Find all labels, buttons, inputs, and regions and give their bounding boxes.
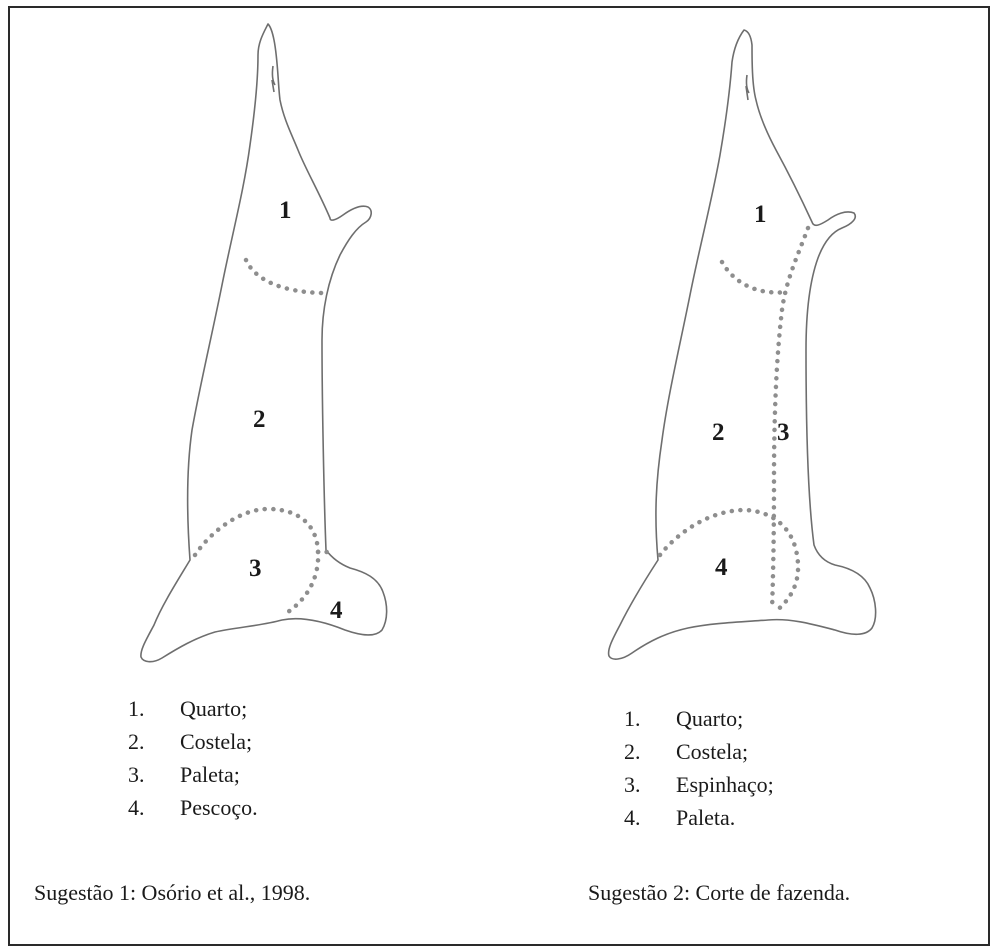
- carcass-left: 1 2 3 4: [141, 24, 387, 662]
- right-region-4: 4: [715, 554, 728, 581]
- legend-left-index: 4.: [128, 791, 180, 824]
- legend-right-item: 1.Quarto;: [624, 702, 774, 735]
- legend-right-index: 2.: [624, 735, 676, 768]
- legend-right-index: 3.: [624, 768, 676, 801]
- legend-right-label: Quarto;: [676, 702, 743, 735]
- left-region-2: 2: [253, 406, 266, 433]
- legend-right: 1.Quarto; 2.Costela; 3.Espinhaço; 4.Pale…: [624, 702, 774, 834]
- legend-right-item: 2.Costela;: [624, 735, 774, 768]
- legend-left: 1.Quarto; 2.Costela; 3.Paleta; 4.Pescoço…: [128, 692, 258, 824]
- legend-left-index: 1.: [128, 692, 180, 725]
- carcass-left-outline: [141, 24, 387, 662]
- legend-left-label: Pescoço.: [180, 791, 258, 824]
- legend-left-item: 1.Quarto;: [128, 692, 258, 725]
- carcass-right: 1 2 3 4: [609, 30, 876, 659]
- right-region-1: 1: [754, 201, 767, 228]
- carcass-right-outline: [609, 30, 876, 659]
- left-region-3: 3: [249, 555, 262, 582]
- right-region-3: 3: [777, 419, 790, 446]
- legend-left-index: 3.: [128, 758, 180, 791]
- left-region-4: 4: [330, 597, 343, 624]
- legend-left-item: 4.Pescoço.: [128, 791, 258, 824]
- legend-left-label: Quarto;: [180, 692, 247, 725]
- legend-right-index: 1.: [624, 702, 676, 735]
- left-region-1: 1: [279, 197, 292, 224]
- caption-right: Sugestão 2: Corte de fazenda.: [588, 880, 850, 906]
- legend-right-label: Paleta.: [676, 801, 735, 834]
- legend-right-item: 4.Paleta.: [624, 801, 774, 834]
- legend-right-label: Costela;: [676, 735, 748, 768]
- legend-left-item: 3.Paleta;: [128, 758, 258, 791]
- legend-right-index: 4.: [624, 801, 676, 834]
- legend-left-item: 2.Costela;: [128, 725, 258, 758]
- caption-left: Sugestão 1: Osório et al., 1998.: [34, 880, 310, 906]
- legend-left-label: Costela;: [180, 725, 252, 758]
- legend-right-item: 3.Espinhaço;: [624, 768, 774, 801]
- legend-left-label: Paleta;: [180, 758, 240, 791]
- legend-left-index: 2.: [128, 725, 180, 758]
- legend-right-label: Espinhaço;: [676, 768, 774, 801]
- right-region-2: 2: [712, 419, 725, 446]
